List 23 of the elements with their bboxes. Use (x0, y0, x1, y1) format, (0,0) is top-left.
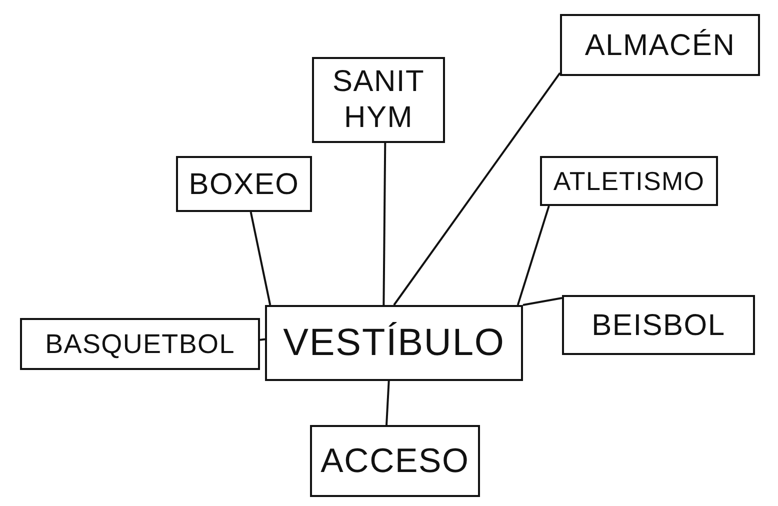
room-label: ACCESO (320, 440, 470, 482)
connector-line (386, 380, 390, 426)
room-label: ATLETISMO (553, 164, 705, 198)
room-box (310, 425, 480, 497)
room-box (312, 57, 445, 143)
connector-line (393, 72, 561, 306)
room-box (20, 318, 260, 370)
connector-line (260, 338, 266, 341)
connector-line (250, 212, 272, 306)
room-box (562, 295, 755, 355)
room-box (176, 156, 312, 212)
connector-line (516, 206, 550, 306)
room-label: VESTÍBULO (283, 320, 505, 366)
room-label: BOXEO (188, 166, 300, 202)
room-label: SANIT HYM (331, 64, 426, 136)
connector-line (382, 143, 386, 305)
room-label: BEISBOL (592, 308, 726, 344)
room-box (560, 14, 760, 76)
room-label: BASQUETBOL (45, 328, 235, 361)
room-box (265, 305, 523, 381)
room-box (540, 156, 718, 206)
room-label: ALMACÉN (584, 28, 736, 64)
connector-line (522, 297, 562, 306)
